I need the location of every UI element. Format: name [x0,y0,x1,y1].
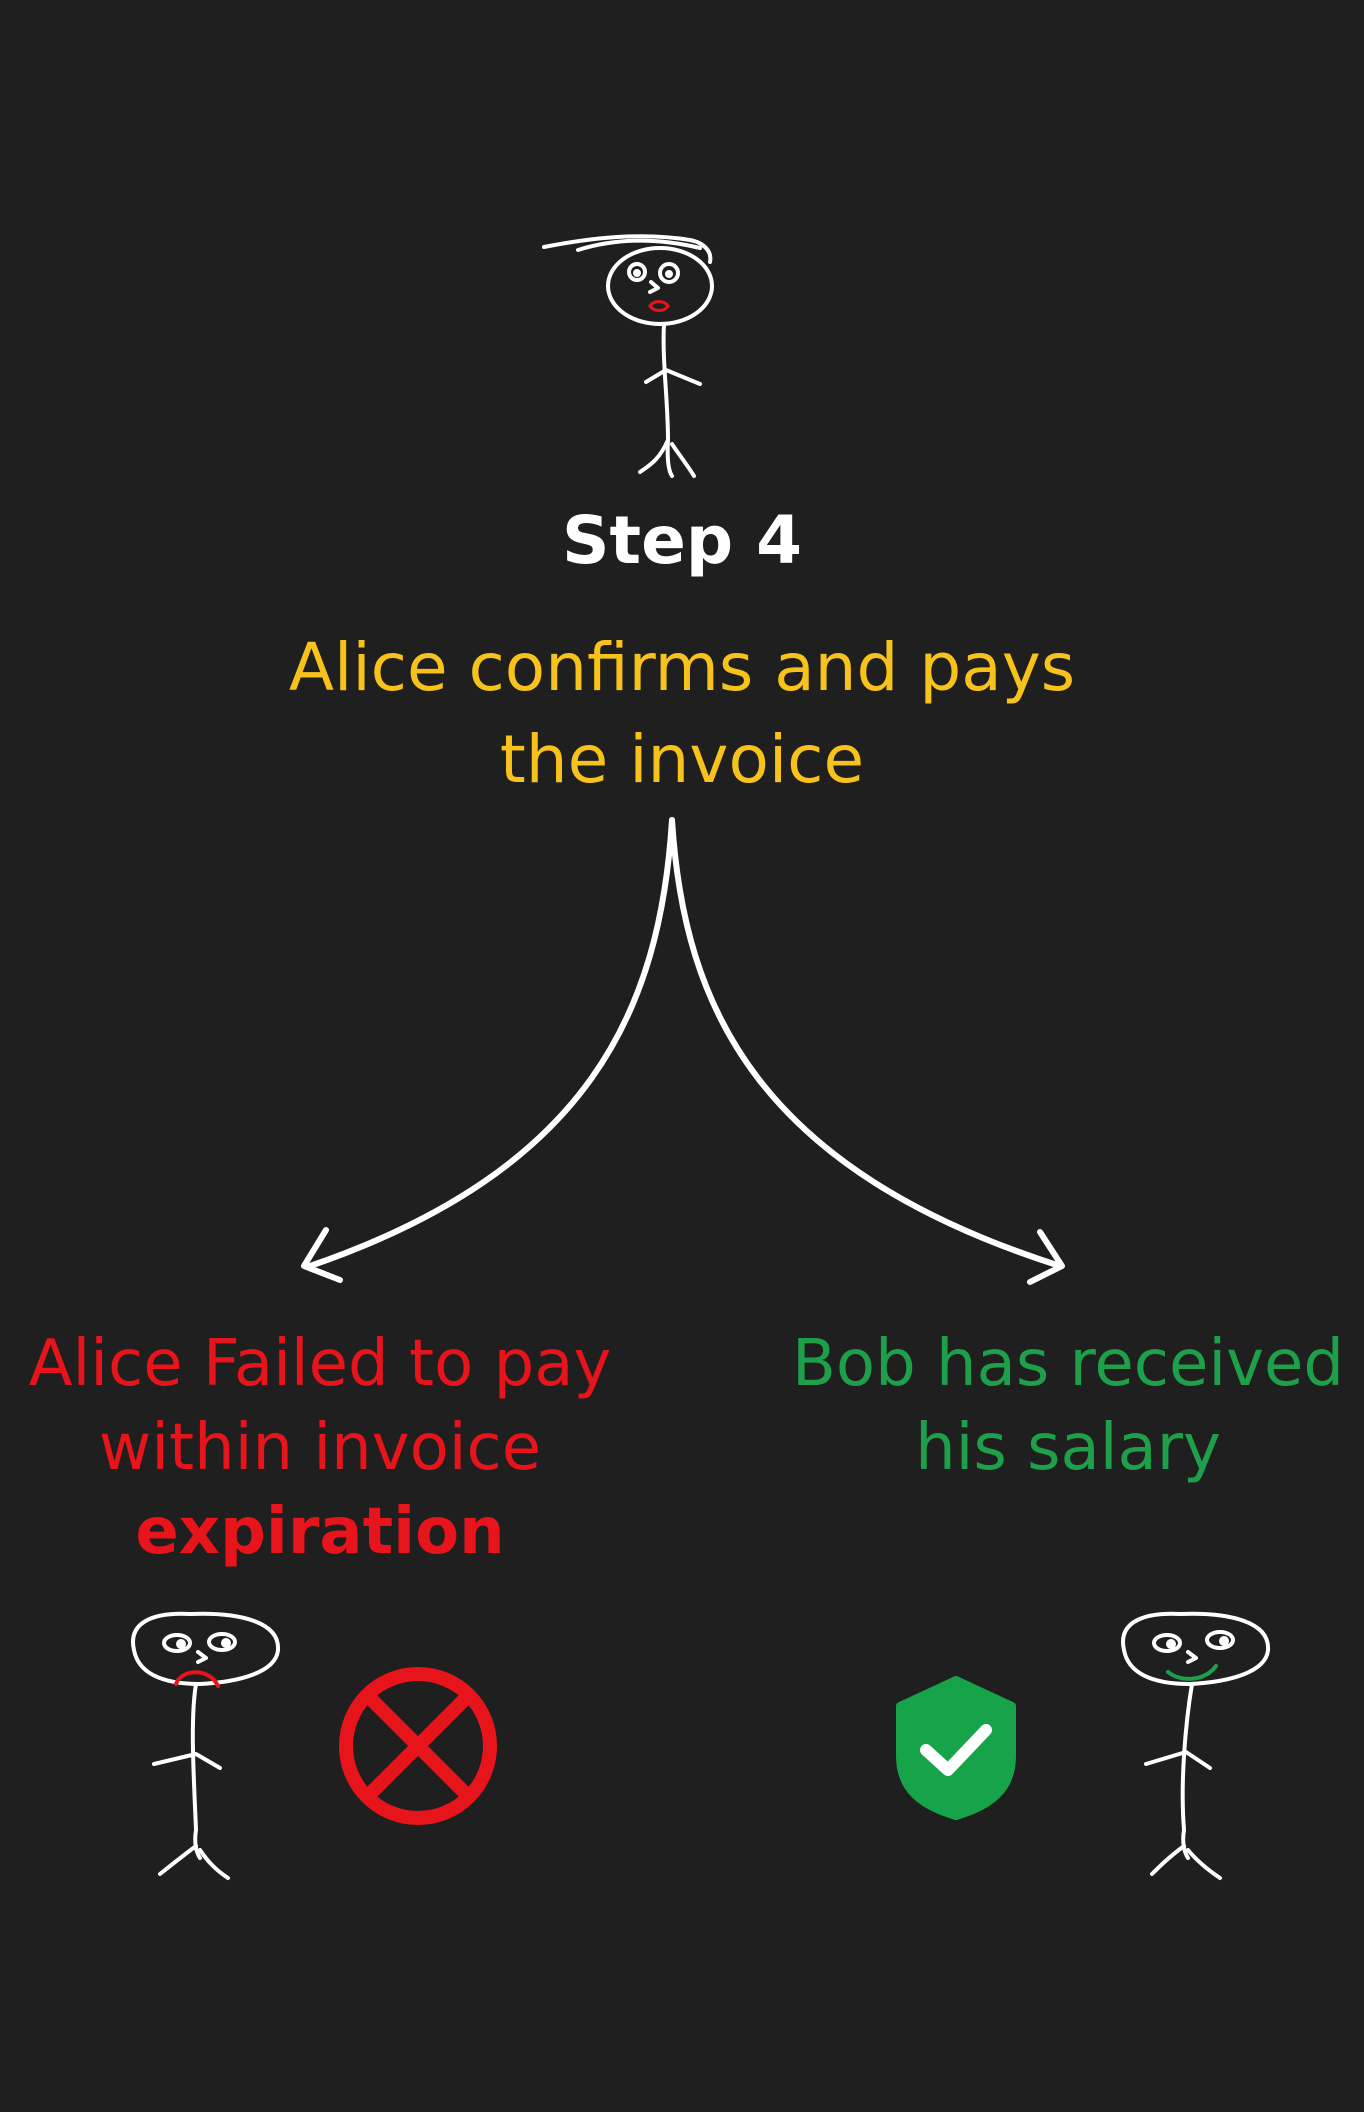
eye [627,262,647,282]
body [1180,1682,1194,1860]
leg [198,1848,230,1880]
leg [158,1844,198,1876]
arms [1144,1750,1212,1770]
arrow-left-head [301,1227,343,1283]
arms [644,368,702,386]
step-title: Step 4 [562,502,802,579]
leg [670,442,696,478]
failure-text-line: Alice Failed to pay within invoice [28,1327,612,1485]
hair-stroke [576,238,702,252]
body [661,322,674,478]
head [131,1611,281,1686]
eye [658,262,680,284]
arms [152,1752,222,1770]
arrow-right-head [1027,1229,1065,1285]
leg [638,438,670,474]
success-outcome-text: Bob has received his salary [792,1327,1344,1485]
failure-text-emphasis: expiration [135,1495,505,1569]
arrow-left [307,817,675,1269]
step-description: Alice confirms and pays the invoice [288,629,1076,798]
head [606,246,714,326]
arrow-right [669,817,1063,1269]
frown [174,1670,220,1688]
head [1121,1611,1271,1686]
mouth [648,300,670,312]
smile [1166,1664,1218,1681]
hair-stroke [542,234,713,264]
leg [1186,1848,1222,1880]
failure-outcome-text: Alice Failed to pay within invoice expir… [0,1322,640,1574]
body [190,1682,202,1860]
leg [1150,1844,1186,1876]
